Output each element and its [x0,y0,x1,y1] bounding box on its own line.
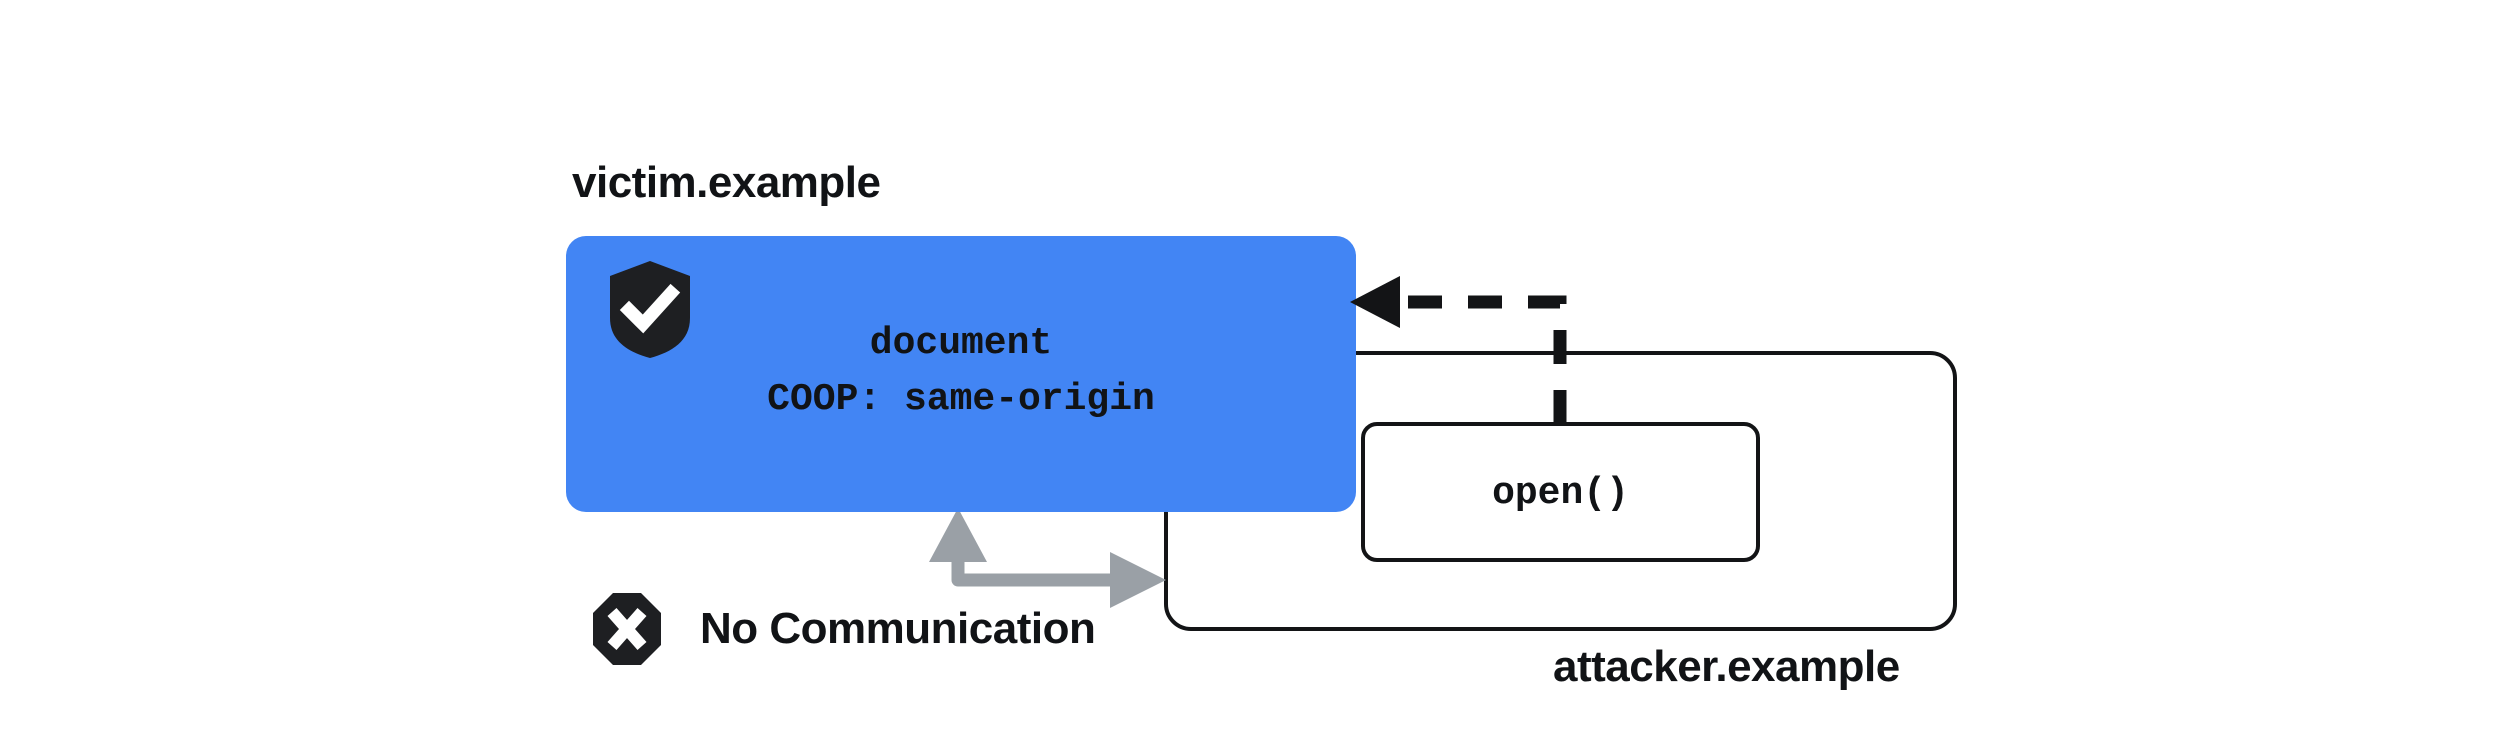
x-octagon-icon [593,593,661,665]
victim-document-box [566,236,1356,512]
attacker-origin-label: attacker.example [1553,642,1900,691]
no-communication-arrow [929,508,1166,608]
open-call-label: open() [1492,472,1629,515]
victim-document-label: document [869,322,1053,365]
opener-dashed-arrow [1350,276,1567,424]
victim-origin-label: victim.example [572,158,881,207]
open-call-box [1361,422,1760,562]
no-communication-label: No Communication [700,604,1096,653]
victim-coop-header-label: COOP: same-origin [767,378,1155,421]
shield-check-icon [610,261,690,358]
